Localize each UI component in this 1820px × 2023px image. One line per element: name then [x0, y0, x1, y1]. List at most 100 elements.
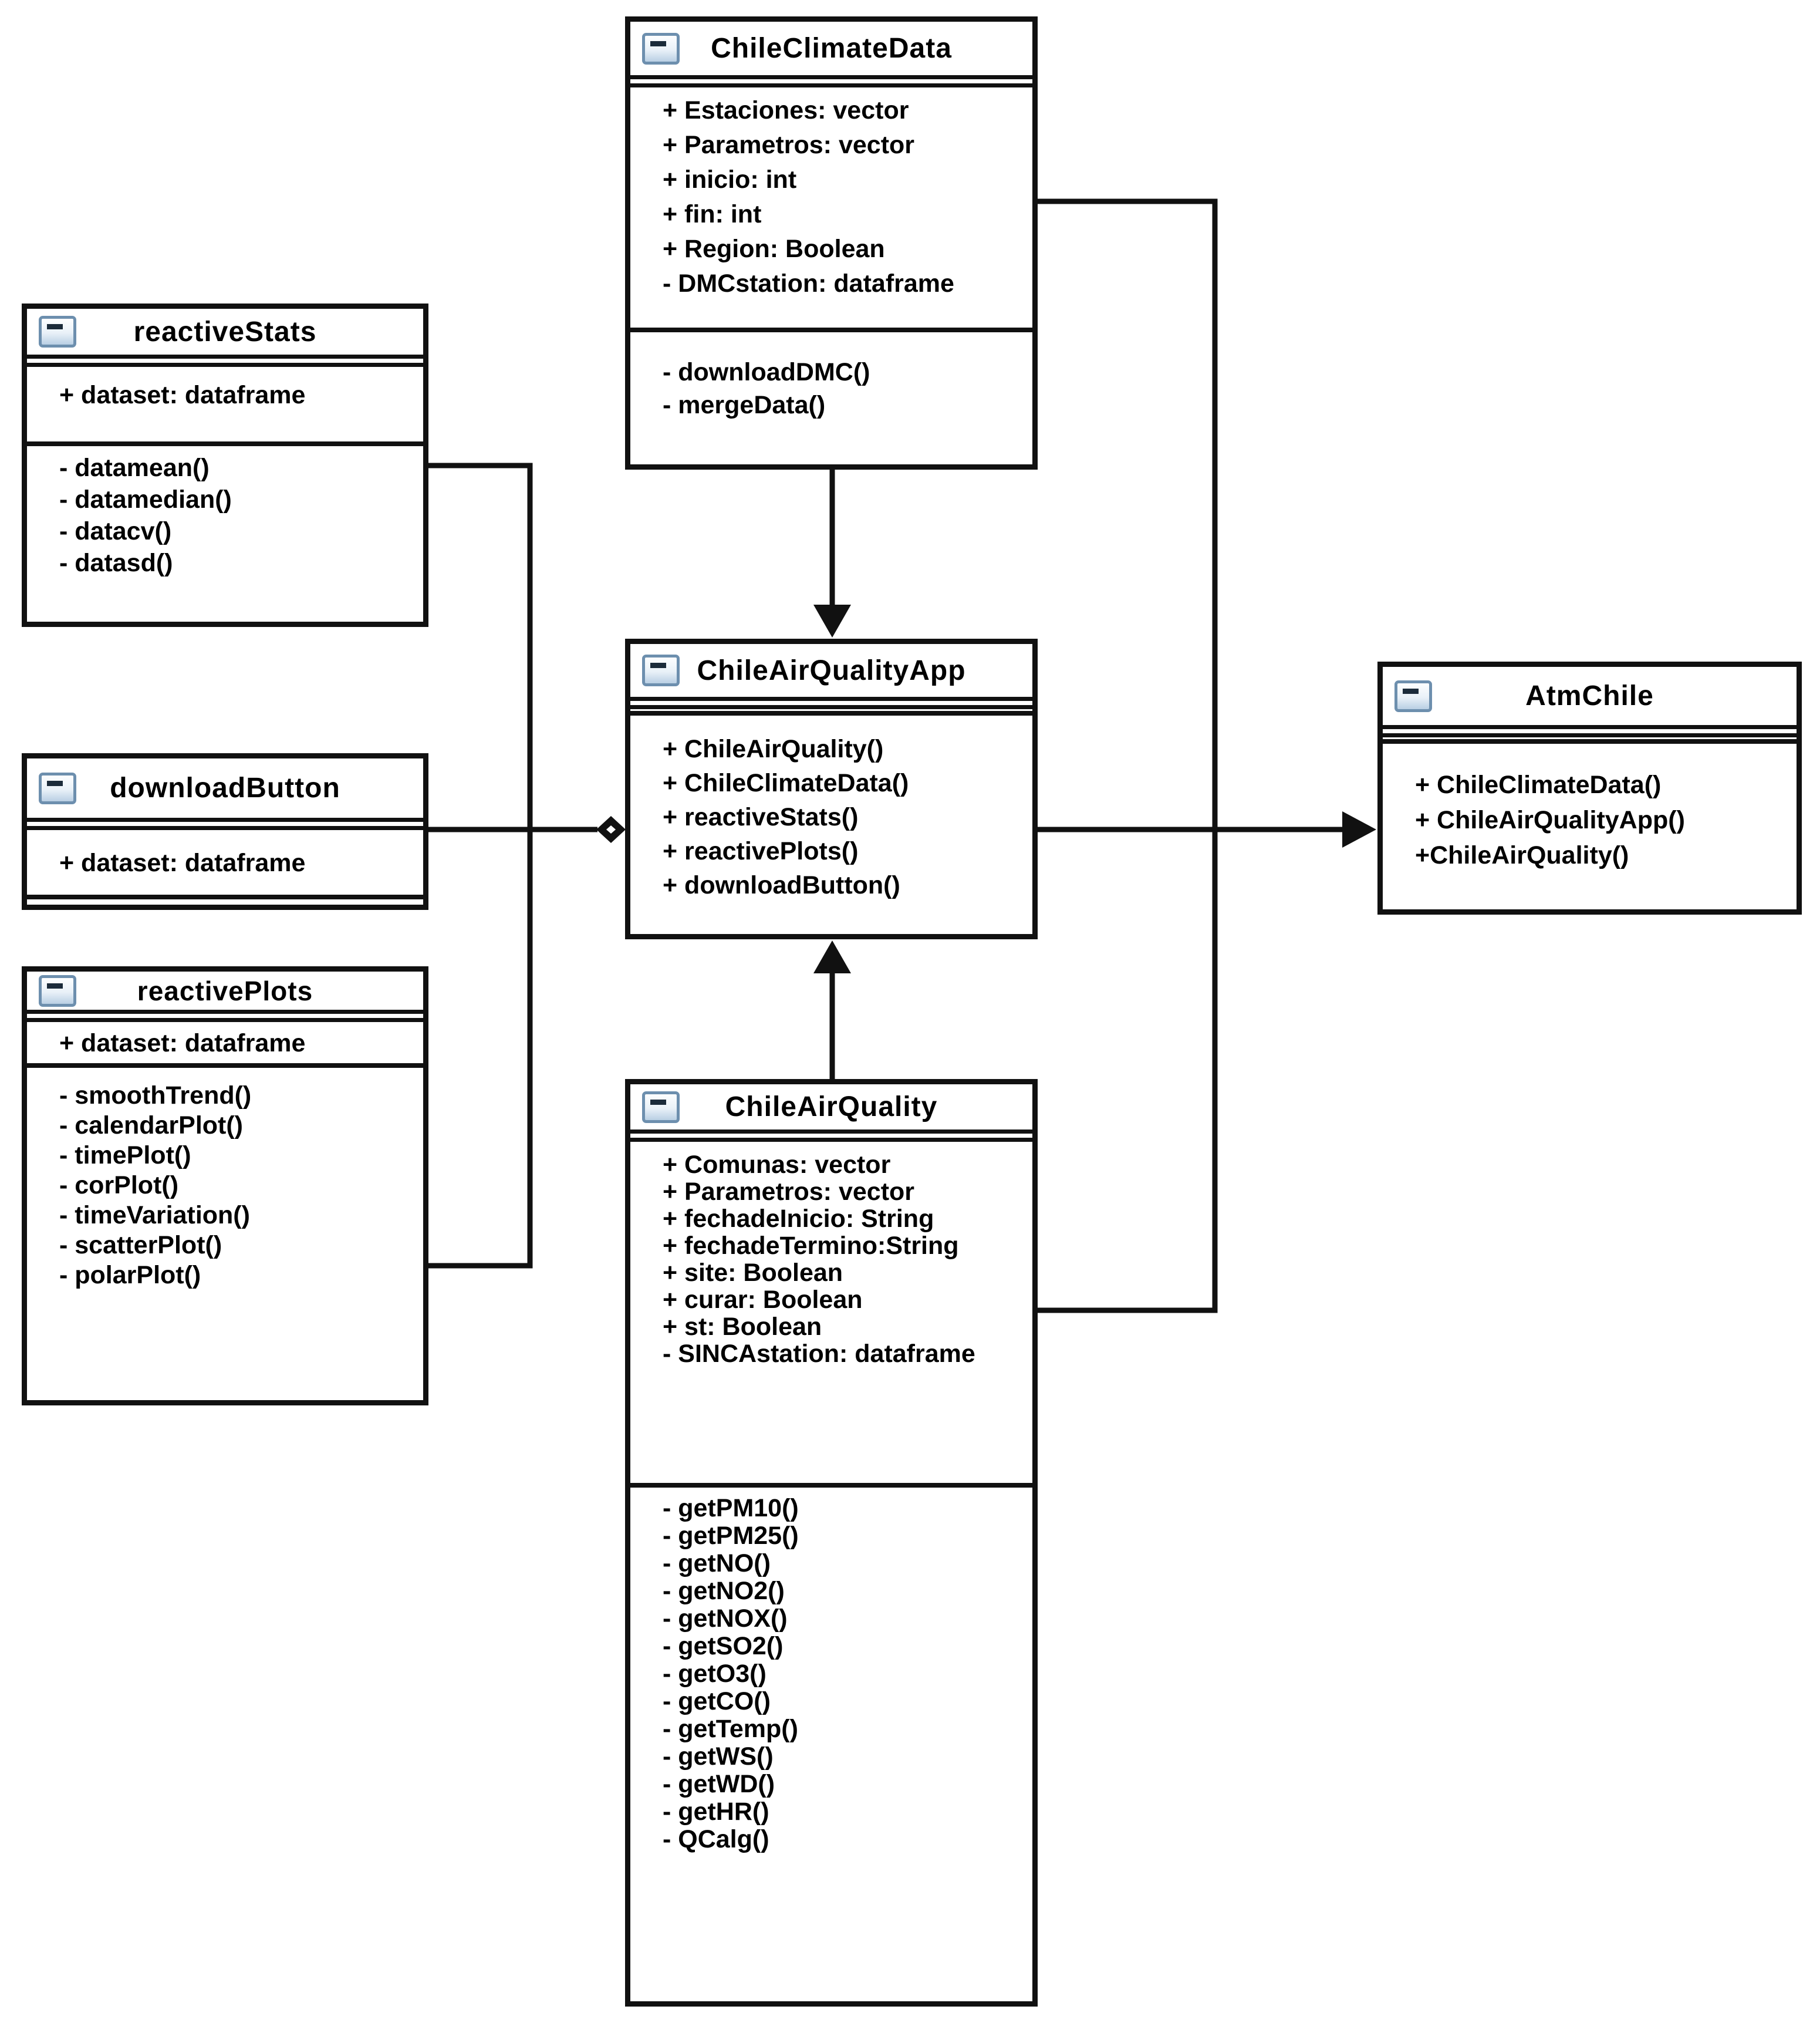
member-row: + downloadButton()	[663, 871, 900, 899]
methods-compartment: - datamean() - datamedian() - datacv() - da…	[27, 446, 423, 622]
member-row: - getPM10()	[663, 1494, 799, 1522]
class-title-bar: ChileAirQualityApp	[630, 644, 1032, 701]
minus-glyph	[47, 324, 63, 329]
member-row: - getSO2()	[663, 1632, 784, 1660]
member-row: - timePlot()	[59, 1141, 191, 1169]
minus-glyph	[1403, 688, 1419, 694]
member-row: - getWD()	[663, 1770, 775, 1798]
member-row: + Region: Boolean	[663, 235, 885, 263]
class-title: ChileAirQualityApp	[697, 655, 966, 686]
right-triangle-arrowhead	[1342, 811, 1376, 848]
member-row: + ChileAirQuality()	[663, 735, 884, 763]
class-icon	[1394, 680, 1432, 712]
class-icon	[39, 316, 76, 348]
connector-right-bracket	[1038, 198, 1218, 1313]
attributes-compartment: + Comunas: vector+ Parametros: vector+ f…	[630, 1138, 1032, 1488]
member-row: + fechadeTermino:String	[663, 1232, 959, 1260]
class-icon	[642, 32, 680, 65]
attributes-compartment: + dataset: dataframe	[27, 363, 423, 446]
class-title-bar: ChileClimateData	[630, 22, 1032, 79]
class-icon	[642, 1091, 680, 1123]
class-box-chileairqualityapp: ChileAirQualityApp + ChileAirQuality()+ …	[625, 639, 1038, 939]
title-separator-gap	[1383, 729, 1797, 733]
class-title-bar: AtmChile	[1383, 667, 1797, 729]
member-row: - datasd()	[59, 549, 173, 577]
class-box-reactivestats: reactiveStats + dataset: dataframe - dat…	[22, 304, 428, 627]
member-row: - timeVariation()	[59, 1201, 250, 1229]
methods-compartment: - getPM10()- getPM25()- getNO()- getNO2(…	[630, 1488, 1032, 2001]
member-row: - SINCAstation: dataframe	[663, 1340, 975, 1368]
methods-compartment: + ChileAirQuality() + ChileClimateData() +…	[630, 716, 1032, 934]
member-row: + fechadeInicio: String	[663, 1205, 934, 1233]
down-triangle-arrowhead	[813, 605, 851, 638]
member-row: - downloadDMC()	[663, 358, 870, 386]
member-row: - scatterPlot()	[59, 1231, 222, 1259]
class-title-bar: downloadButton	[27, 758, 423, 822]
class-icon	[642, 655, 680, 686]
title-separator-gap	[630, 701, 1032, 705]
member-row: + inicio: int	[663, 166, 797, 194]
member-row: - corPlot()	[59, 1171, 179, 1199]
class-box-downloadbutton: downloadButton + dataset: dataframe	[22, 753, 428, 910]
class-title: reactivePlots	[137, 975, 313, 1006]
connector-left-bracket	[428, 463, 533, 1269]
member-row: - QCalg()	[663, 1825, 769, 1853]
member-row: - mergeData()	[663, 391, 826, 419]
member-row: + ChileAirQualityApp()	[1415, 806, 1685, 834]
class-title: ChileAirQuality	[725, 1091, 938, 1122]
member-row: - getO3()	[663, 1660, 767, 1688]
minus-glyph	[650, 663, 666, 668]
member-row: + dataset: dataframe	[59, 1029, 306, 1057]
minus-glyph	[47, 780, 63, 786]
class-title-bar: reactivePlots	[27, 972, 423, 1014]
up-triangle-arrowhead	[813, 940, 851, 973]
member-row: - calendarPlot()	[59, 1111, 243, 1139]
member-row: + st: Boolean	[663, 1313, 822, 1341]
member-row: + reactiveStats()	[663, 803, 859, 831]
class-title: ChileClimateData	[711, 33, 952, 64]
member-row: + Parametros: vector	[663, 131, 915, 159]
attributes-compartment: + dataset: dataframe	[27, 1018, 423, 1068]
methods-compartment: + ChileClimateData() + ChileAirQualityApp…	[1383, 744, 1797, 909]
member-row: - getCO()	[663, 1687, 771, 1715]
class-box-reactiveplots: reactivePlots + dataset: dataframe - smo…	[22, 966, 428, 1405]
class-title: downloadButton	[110, 773, 340, 804]
member-row: - DMCstation: dataframe	[663, 269, 954, 298]
methods-compartment: - downloadDMC() - mergeData()	[630, 332, 1032, 464]
diamond-arrowhead-center	[606, 825, 616, 834]
member-row: +ChileAirQuality()	[1415, 841, 1629, 869]
member-row: - getTemp()	[663, 1715, 798, 1743]
class-box-chileclimatedata: ChileClimateData + Estaciones: vector + P…	[625, 16, 1038, 470]
member-row: + reactivePlots()	[663, 837, 859, 865]
methods-compartment: - smoothTrend()- calendarPlot()- timePlo…	[27, 1068, 423, 1400]
member-row: - getNO()	[663, 1549, 771, 1577]
member-row: - getHR()	[663, 1798, 769, 1826]
class-title-bar: ChileAirQuality	[630, 1084, 1032, 1134]
title-separator-gap	[27, 359, 423, 363]
member-row: + ChileClimateData()	[663, 769, 909, 797]
member-row: + Estaciones: vector	[663, 96, 909, 124]
class-box-atmchile: AtmChile + ChileClimateData() + ChileAirQ…	[1377, 662, 1802, 915]
member-row: - datamedian()	[59, 485, 232, 514]
member-row: - datacv()	[59, 517, 172, 545]
member-row: + Comunas: vector	[663, 1151, 891, 1179]
member-row: - getWS()	[663, 1742, 774, 1771]
minus-glyph	[650, 41, 666, 46]
class-title-bar: reactiveStats	[27, 309, 423, 359]
member-row: + dataset: dataframe	[59, 381, 306, 409]
class-icon	[39, 975, 76, 1007]
attributes-compartment	[1383, 733, 1797, 744]
member-row: - getPM25()	[663, 1522, 799, 1550]
member-row: + Parametros: vector	[663, 1178, 915, 1206]
member-row: + ChileClimateData()	[1415, 771, 1662, 799]
attributes-compartment: + Estaciones: vector + Parametros: vector…	[630, 83, 1032, 332]
title-separator-gap	[630, 79, 1032, 83]
member-row: - datamean()	[59, 454, 210, 482]
member-row: - getNOX()	[663, 1604, 788, 1633]
member-row: + dataset: dataframe	[59, 849, 306, 877]
title-separator-gap	[27, 1014, 423, 1018]
class-box-chileairquality: ChileAirQuality + Comunas: vector+ Param…	[625, 1079, 1038, 2007]
attributes-compartment: + dataset: dataframe	[27, 826, 423, 899]
member-row: - polarPlot()	[59, 1261, 201, 1289]
